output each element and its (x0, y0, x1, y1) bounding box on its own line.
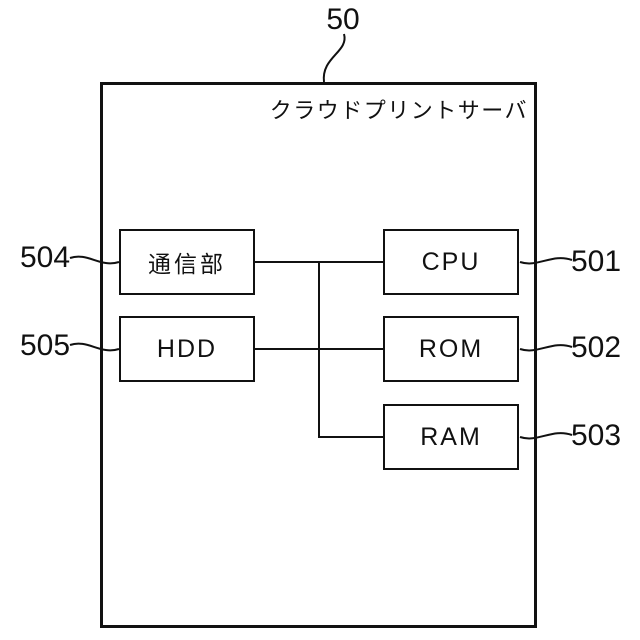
server-title: クラウドプリントサーバ (269, 98, 528, 123)
ref-label-504: 504 (20, 241, 71, 274)
block-communication-unit-label: 通信部 (148, 251, 226, 277)
leader-line-505 (69, 342, 120, 352)
block-rom-label: ROM (418, 334, 484, 363)
leader-line-501 (519, 257, 573, 265)
ref-label-505: 505 (20, 329, 71, 362)
leader-line-50 (322, 33, 346, 83)
leader-line-503 (519, 432, 573, 440)
block-cpu: CPU (383, 229, 519, 295)
block-cpu-label: CPU (421, 247, 481, 276)
leader-line-504 (69, 255, 120, 265)
block-ram: RAM (383, 404, 519, 470)
block-ram-label: RAM (420, 422, 482, 451)
ref-label-503: 503 (570, 419, 622, 452)
leader-line-502 (519, 344, 573, 352)
block-hdd-label: HDD (156, 334, 218, 363)
block-hdd: HDD (119, 316, 255, 382)
block-rom: ROM (383, 316, 519, 382)
ref-label-501: 501 (570, 245, 622, 278)
ref-label-502: 502 (570, 331, 622, 364)
server-outer-box (100, 82, 537, 628)
ref-label-50: 50 (326, 3, 360, 36)
block-communication-unit: 通信部 (119, 229, 255, 295)
